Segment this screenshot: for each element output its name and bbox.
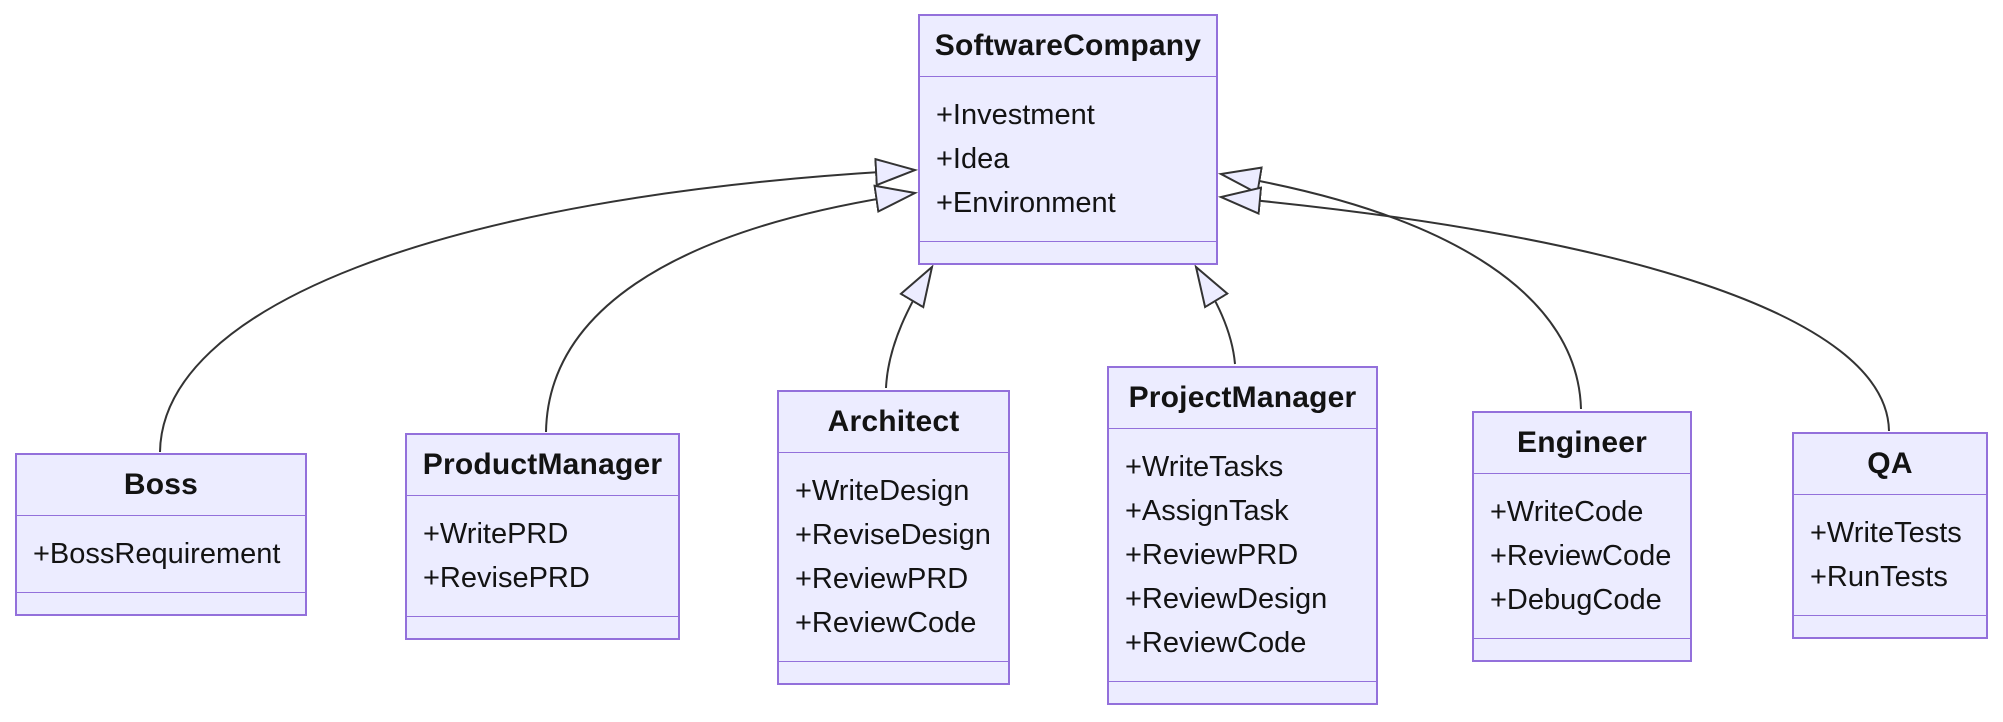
class-title: ProductManager [407, 435, 678, 496]
class-box-productmanager: ProductManager +WritePRD +RevisePRD [405, 433, 680, 640]
class-attribute: +ReviseDesign [795, 519, 991, 551]
class-attributes: +WriteCode +ReviewCode +DebugCode [1474, 474, 1690, 639]
class-attribute: +WriteTasks [1125, 451, 1284, 483]
class-attribute: +BossRequirement [33, 538, 281, 570]
class-attributes: +Investment +Idea +Environment [920, 77, 1216, 242]
class-attribute: +ReviewCode [1490, 540, 1672, 572]
class-attribute: +WriteDesign [795, 475, 970, 507]
class-title: ProjectManager [1109, 368, 1376, 429]
class-attribute: +RevisePRD [423, 562, 590, 594]
class-attribute: +Idea [936, 143, 1010, 175]
inheritance-edge-productmanager [545, 184, 919, 433]
class-title: QA [1794, 434, 1986, 495]
class-box-softwarecompany: SoftwareCompany +Investment +Idea +Envir… [918, 14, 1218, 265]
class-attribute: +RunTests [1810, 561, 1948, 593]
class-attribute: +ReviewCode [1125, 627, 1307, 659]
class-attributes: +BossRequirement [17, 516, 305, 593]
class-box-qa: QA +WriteTests +RunTests [1792, 432, 1988, 639]
class-attribute: +DebugCode [1490, 584, 1662, 616]
class-attribute: +ReviewPRD [1125, 539, 1299, 571]
class-attributes: +WriteTasks +AssignTask +ReviewPRD +Revi… [1109, 429, 1376, 682]
class-title: Boss [17, 455, 305, 516]
class-title: Engineer [1474, 413, 1690, 474]
inheritance-edge-boss [159, 157, 919, 453]
class-methods-empty [779, 662, 1008, 683]
class-box-projectmanager: ProjectManager +WriteTasks +AssignTask +… [1107, 366, 1378, 705]
class-attribute: +ReviewCode [795, 607, 977, 639]
class-attribute: +ReviewDesign [1125, 583, 1328, 615]
class-methods-empty [407, 617, 678, 638]
class-attribute: +WriteCode [1490, 496, 1644, 528]
inheritance-edge-projectmanager [1194, 264, 1236, 365]
class-attribute: +Environment [936, 187, 1116, 219]
class-title: Architect [779, 392, 1008, 453]
class-attribute: +ReviewPRD [795, 563, 969, 595]
class-attributes: +WriteTests +RunTests [1794, 495, 1986, 616]
class-methods-empty [1109, 682, 1376, 703]
class-attribute: +WritePRD [423, 518, 569, 550]
class-box-architect: Architect +WriteDesign +ReviseDesign +Re… [777, 390, 1010, 685]
class-box-boss: Boss +BossRequirement [15, 453, 307, 616]
class-box-engineer: Engineer +WriteCode +ReviewCode +DebugCo… [1472, 411, 1692, 662]
inheritance-edge-architect [885, 264, 934, 389]
inheritance-edge-engineer [1217, 166, 1582, 410]
class-attributes: +WriteDesign +ReviseDesign +ReviewPRD +R… [779, 453, 1008, 662]
class-methods-empty [1474, 639, 1690, 660]
class-attribute: +WriteTests [1810, 517, 1962, 549]
class-title: SoftwareCompany [920, 16, 1216, 77]
class-attribute: +AssignTask [1125, 495, 1289, 527]
class-methods-empty [17, 593, 305, 614]
class-attributes: +WritePRD +RevisePRD [407, 496, 678, 617]
inheritance-edge-qa [1217, 186, 1890, 432]
class-methods-empty [1794, 616, 1986, 637]
class-methods-empty [920, 242, 1216, 263]
class-attribute: +Investment [936, 99, 1095, 131]
